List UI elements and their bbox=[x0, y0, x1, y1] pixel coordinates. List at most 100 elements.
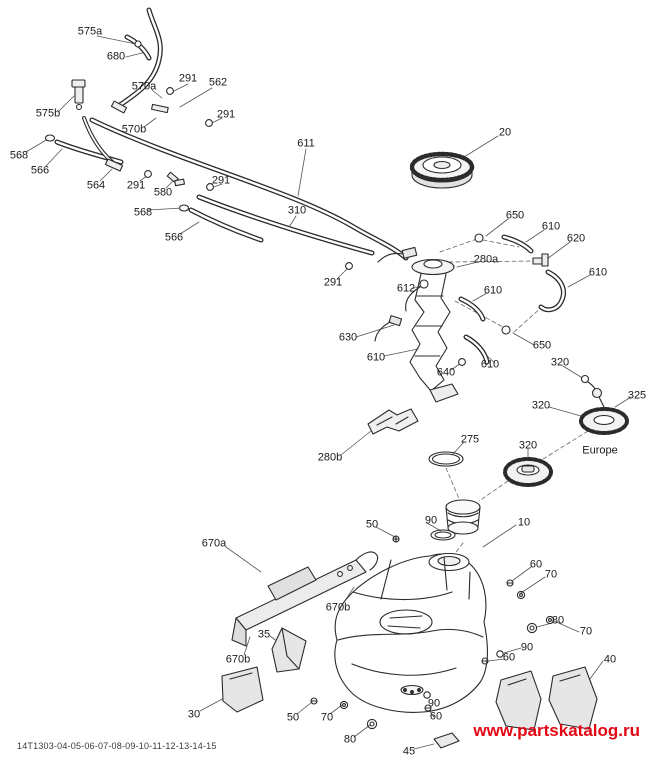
part-label-40: 40 bbox=[603, 653, 617, 666]
cap-320-lower bbox=[503, 457, 553, 487]
vent-320-parts bbox=[580, 374, 605, 408]
fasteners bbox=[310, 535, 555, 730]
part-label-566: 566 bbox=[30, 164, 50, 177]
part-label-568: 568 bbox=[133, 206, 153, 219]
strainer-280b bbox=[367, 408, 419, 435]
part-label-90: 90 bbox=[427, 697, 441, 710]
part-label-Europe: Europe bbox=[582, 444, 618, 457]
part-label-325: 325 bbox=[627, 389, 647, 402]
ring-90 bbox=[430, 529, 456, 541]
part-label-80: 80 bbox=[343, 733, 357, 746]
filler-neck bbox=[445, 499, 481, 535]
part-label-610: 610 bbox=[588, 266, 608, 279]
part-label-280a: 280a bbox=[473, 253, 499, 266]
hose-610-a bbox=[501, 234, 534, 254]
connector-630 bbox=[388, 315, 403, 327]
hose-566-upper bbox=[54, 139, 124, 165]
part-label-610: 610 bbox=[483, 284, 503, 297]
hose-top-vent bbox=[114, 7, 163, 110]
part-label-10: 10 bbox=[517, 516, 531, 529]
cap-europe bbox=[579, 407, 629, 435]
part-label-60: 60 bbox=[502, 651, 516, 664]
part-label-320: 320 bbox=[550, 356, 570, 369]
hose-610-d bbox=[463, 334, 490, 365]
clamp-640 bbox=[458, 358, 466, 366]
fitting-620 bbox=[532, 253, 549, 267]
part-label-80: 80 bbox=[551, 614, 565, 627]
part-label-320: 320 bbox=[531, 399, 551, 412]
fitting-570a bbox=[110, 100, 128, 114]
part-label-50: 50 bbox=[365, 518, 379, 531]
part-label-611: 611 bbox=[297, 137, 315, 150]
part-label-610: 610 bbox=[480, 358, 500, 371]
part-label-35: 35 bbox=[257, 628, 271, 641]
part-label-50: 50 bbox=[286, 711, 300, 724]
part-label-280b: 280b bbox=[317, 451, 343, 464]
leader-lines bbox=[25, 35, 632, 750]
oring-275 bbox=[428, 451, 464, 467]
part-label-650: 650 bbox=[532, 339, 552, 352]
panel-40 bbox=[495, 666, 598, 731]
part-label-570b: 570b bbox=[121, 123, 147, 136]
part-label-570a: 570a bbox=[131, 80, 157, 93]
deflector-35 bbox=[271, 627, 307, 673]
part-label-610: 610 bbox=[541, 220, 561, 233]
bracket-670a bbox=[231, 551, 379, 647]
part-label-575a: 575a bbox=[77, 25, 103, 38]
part-label-640: 640 bbox=[436, 366, 456, 379]
sensor-612 bbox=[419, 279, 429, 289]
construction-lines bbox=[439, 238, 589, 557]
part-label-564: 564 bbox=[86, 179, 106, 192]
part-label-568: 568 bbox=[9, 149, 29, 162]
clamps-291 bbox=[144, 87, 353, 270]
part-label-670b: 670b bbox=[225, 653, 251, 666]
part-label-90: 90 bbox=[424, 514, 438, 527]
part-label-70: 70 bbox=[579, 625, 593, 638]
hose-310 bbox=[196, 194, 375, 256]
clamps-568 bbox=[44, 134, 190, 212]
part-label-45: 45 bbox=[402, 745, 416, 758]
part-label-580: 580 bbox=[153, 186, 173, 199]
fuel-tank bbox=[334, 552, 488, 713]
part-label-575b: 575b bbox=[35, 107, 61, 120]
part-label-566: 566 bbox=[164, 231, 184, 244]
fitting-562 bbox=[151, 103, 169, 114]
watermark: www.partskatalog.ru bbox=[473, 721, 640, 740]
part-label-670a: 670a bbox=[201, 537, 227, 550]
hose-566-lower bbox=[188, 207, 264, 243]
fuel-cap-20 bbox=[409, 151, 475, 189]
valve-575b bbox=[71, 79, 86, 111]
part-label-60: 60 bbox=[529, 558, 543, 571]
part-label-610: 610 bbox=[366, 351, 386, 364]
fitting-564 bbox=[104, 158, 124, 172]
hose-610-c bbox=[458, 296, 486, 322]
part-label-310: 310 bbox=[287, 204, 307, 217]
part-label-275: 275 bbox=[460, 433, 480, 446]
part-label-620: 620 bbox=[566, 232, 586, 245]
fitting-580 bbox=[166, 171, 185, 187]
part-label-291: 291 bbox=[323, 276, 343, 289]
part-label-70: 70 bbox=[320, 711, 334, 724]
panel-30 bbox=[221, 666, 264, 713]
part-label-30: 30 bbox=[187, 708, 201, 721]
part-label-20: 20 bbox=[498, 126, 512, 139]
part-label-70: 70 bbox=[544, 568, 558, 581]
part-label-291: 291 bbox=[216, 108, 236, 121]
part-label-291: 291 bbox=[178, 72, 198, 85]
part-label-562: 562 bbox=[208, 76, 228, 89]
sheet-reference-code: 14T1303-04-05-06-07-08-09-10-11-12-13-14… bbox=[17, 741, 217, 751]
part-label-291: 291 bbox=[211, 174, 231, 187]
hose-611 bbox=[89, 117, 409, 261]
part-label-291: 291 bbox=[126, 179, 146, 192]
part-label-90: 90 bbox=[520, 641, 534, 654]
part-label-612: 612 bbox=[396, 282, 416, 295]
part-label-320: 320 bbox=[518, 439, 538, 452]
clamps-650 bbox=[474, 233, 511, 335]
clamp-575a bbox=[134, 40, 142, 48]
part-label-60: 60 bbox=[429, 710, 443, 723]
part-label-650: 650 bbox=[505, 209, 525, 222]
hose-610-b bbox=[538, 269, 566, 313]
